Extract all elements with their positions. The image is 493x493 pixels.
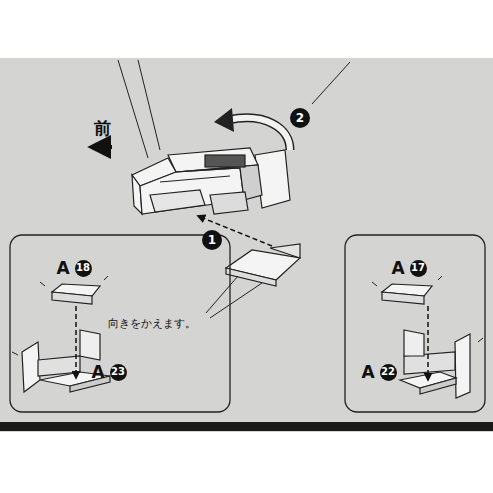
rotate-arrow (228, 118, 290, 150)
note-text: 向きをかえます。 (108, 318, 196, 329)
part-letter: A (56, 260, 69, 277)
direction-label: 前 (94, 120, 111, 137)
part-number: 18 (75, 260, 92, 277)
inset-panel (345, 235, 485, 412)
front-arrow (92, 145, 112, 149)
inset-panel (10, 235, 230, 412)
part-number: 23 (110, 364, 127, 381)
page-rule (0, 422, 493, 431)
main-part (132, 148, 290, 214)
part-letter: A (391, 260, 404, 277)
part-number: 17 (410, 260, 427, 277)
part-letter: A (91, 364, 104, 381)
part-letter: A (361, 364, 374, 381)
wedge-part (226, 244, 300, 286)
paper (0, 58, 493, 432)
step-number: 2 (290, 108, 310, 128)
part-number: 22 (380, 364, 397, 381)
step-number: 1 (202, 230, 222, 250)
